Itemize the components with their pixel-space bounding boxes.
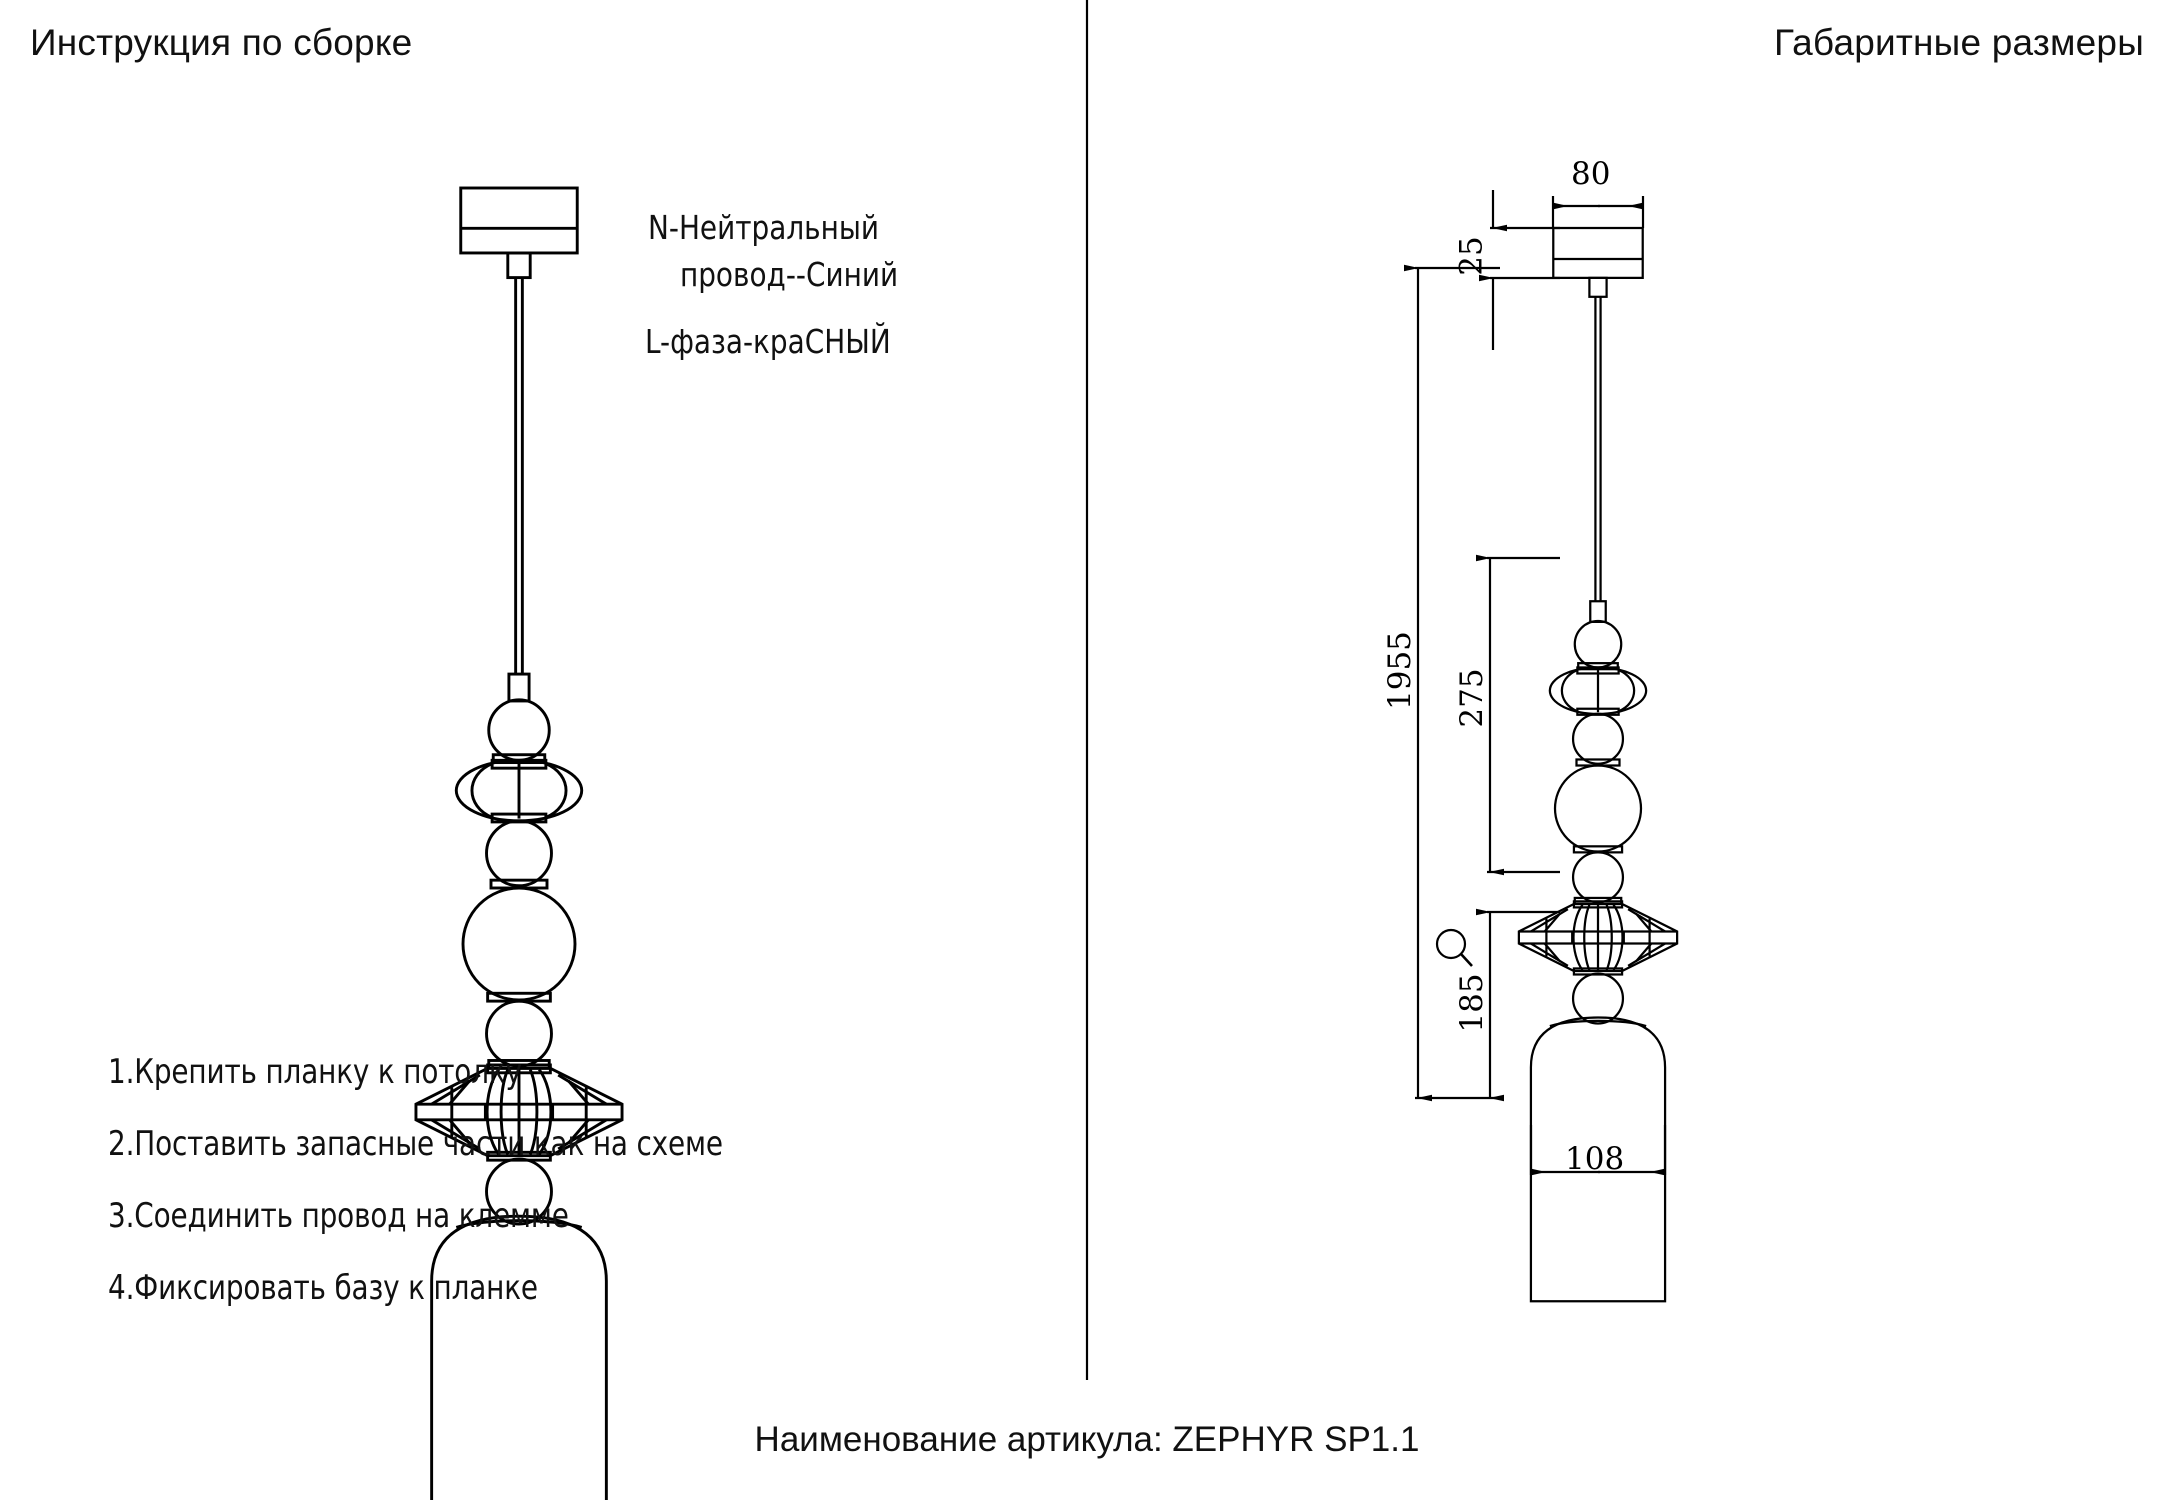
instruction-step-3: 3.Соединить провод на клемме <box>108 1196 569 1236</box>
page-title-right: Габаритные размеры <box>1773 22 2144 63</box>
wiring-legend-neutral-line2: провод--Синий <box>679 254 899 294</box>
wiring-legend-neutral: N-Нейтральный провод--Синий <box>648 205 898 299</box>
dimension-label-canopy-width: 80 <box>1571 156 1611 192</box>
dimension-label-shade-height: 185 <box>1454 973 1490 1033</box>
wiring-legend-neutral-line1: N-Нейтральный <box>648 208 880 247</box>
dimension-canopy-width <box>1551 196 1645 228</box>
article-caption: Наименование артикула: ZEPHYR SP1.1 <box>754 1420 1420 1459</box>
dimension-label-bead-height: 275 <box>1454 668 1490 728</box>
dimension-label-canopy-height: 25 <box>1453 236 1490 276</box>
instruction-step-1: 1.Крепить планку к потолку <box>108 1052 522 1092</box>
instruction-step-4: 4.Фиксировать базу к планке <box>108 1268 538 1308</box>
dimension-shade-width <box>1529 1125 1667 1176</box>
dimension-label-total-height: 1955 <box>1382 631 1418 710</box>
page-title-left: Инструкция по сборке <box>30 22 413 63</box>
dimension-bead-height <box>1476 554 1560 876</box>
instruction-step-2: 2.Поставить запасные части как на схеме <box>108 1124 723 1164</box>
wiring-legend-live: L-фаза-краСНЫЙ <box>645 322 891 361</box>
dimension-shade-height <box>1435 908 1560 1102</box>
dimension-canopy-height <box>1479 190 1560 350</box>
dimension-label-shade-width: 108 <box>1565 1141 1625 1177</box>
